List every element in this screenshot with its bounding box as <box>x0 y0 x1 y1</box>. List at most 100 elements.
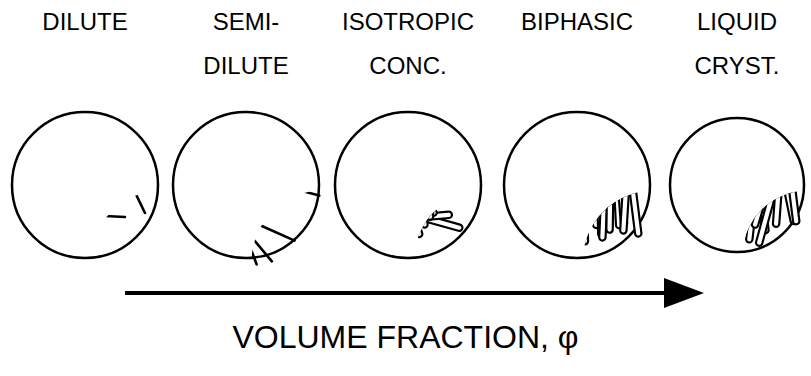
rod-fill <box>331 184 410 221</box>
thin-rod <box>206 144 271 156</box>
thick-rod <box>610 131 612 230</box>
thick-rod <box>676 142 697 222</box>
rod-outline <box>716 141 746 233</box>
rod-fill <box>690 136 695 223</box>
circle-border <box>12 112 158 258</box>
thick-rod <box>623 137 629 230</box>
rod-fill <box>358 173 434 213</box>
rod-outline <box>372 140 386 225</box>
rod-outline <box>692 158 705 232</box>
rod-outline <box>623 137 629 230</box>
thin-rod <box>219 171 246 254</box>
rod-outline <box>520 182 609 204</box>
rod-outline <box>733 140 740 221</box>
rod-group <box>38 147 145 220</box>
thick-rod <box>614 131 619 225</box>
rod-fill <box>610 131 612 230</box>
thick-rod <box>733 140 740 221</box>
thick-rod <box>707 157 713 237</box>
rod-fill <box>393 149 419 234</box>
phase-circle: BIPHASIC <box>500 0 654 262</box>
phase-circle: SEMI- DILUTE <box>169 0 323 262</box>
thick-rod <box>363 140 423 208</box>
thick-rod <box>429 143 431 217</box>
rod-outline <box>331 184 410 221</box>
thick-rod <box>525 159 582 216</box>
rod-outline <box>393 149 419 234</box>
rod-fill <box>409 136 424 224</box>
rod-fill <box>431 111 437 198</box>
rod-outline <box>532 114 585 192</box>
phase-circle-outline <box>331 108 485 262</box>
phase-circle-outline <box>8 108 162 262</box>
rod-outline <box>358 173 434 213</box>
rod-outline <box>734 143 754 228</box>
thick-rod <box>409 136 424 224</box>
thick-rod <box>393 149 419 234</box>
thin-rod <box>211 152 283 166</box>
rod-outline <box>426 143 435 217</box>
thick-rod <box>532 114 585 192</box>
rod-fill <box>518 201 598 219</box>
rod-outline <box>582 141 585 241</box>
thick-rod <box>358 173 434 213</box>
rod-outline <box>580 132 595 229</box>
rod-outline <box>431 111 437 198</box>
rod-outline <box>676 142 697 222</box>
rod-fill <box>372 140 386 225</box>
rod-outline <box>688 136 697 223</box>
rod-fill <box>532 114 585 192</box>
phase-circle-outline <box>666 114 808 256</box>
phase-circle-outline <box>169 108 323 262</box>
thick-rod <box>691 136 693 223</box>
phase-circle: LIQUID CRYST. <box>666 0 808 256</box>
thick-rod <box>540 153 542 232</box>
rod-fill <box>374 146 410 215</box>
rod-outline <box>576 142 578 240</box>
rod-group <box>500 114 638 241</box>
rod-fill <box>707 157 713 237</box>
rod-fill <box>502 138 564 186</box>
rod-fill <box>582 141 585 241</box>
thin-rod <box>113 147 145 213</box>
rod-fill <box>540 153 542 232</box>
thick-rod <box>695 137 713 231</box>
rod-outline <box>717 138 734 227</box>
thick-rod <box>373 188 456 209</box>
rod-fill <box>776 133 783 223</box>
rod-outline <box>392 170 454 234</box>
phase-heading: BIPHASIC <box>500 0 654 44</box>
rod-fill <box>623 137 629 230</box>
thick-rod <box>392 170 454 234</box>
rod-outline <box>389 106 419 192</box>
rod-outline <box>409 136 424 224</box>
rod-outline <box>614 131 619 225</box>
thick-rod <box>714 136 719 235</box>
axis-label: VOLUME FRACTION, φ <box>0 318 811 356</box>
thick-rod <box>717 138 734 227</box>
rod-fill <box>734 143 754 228</box>
rod-outline <box>373 188 456 209</box>
thick-rod <box>776 133 783 223</box>
rod-fill <box>733 140 740 221</box>
thin-rod <box>224 179 256 264</box>
rod-outline <box>714 136 719 235</box>
thin-rod <box>238 179 260 242</box>
rod-fill <box>591 137 596 225</box>
rod-outline <box>759 148 785 243</box>
rod-fill <box>786 139 796 222</box>
rod-outline <box>695 137 713 231</box>
rod-outline <box>518 201 598 219</box>
thick-rod <box>692 158 705 232</box>
rod-outline <box>610 131 612 230</box>
rod-fill <box>363 140 423 208</box>
thick-rod <box>759 148 785 243</box>
thick-rod <box>576 142 578 240</box>
thick-rod <box>734 143 754 228</box>
rod-outline <box>363 140 423 208</box>
phase-circle: DILUTE <box>8 0 162 262</box>
phase-heading: LIQUID CRYST. <box>666 0 808 88</box>
rod-fill <box>714 136 719 235</box>
circle-border <box>670 118 804 252</box>
